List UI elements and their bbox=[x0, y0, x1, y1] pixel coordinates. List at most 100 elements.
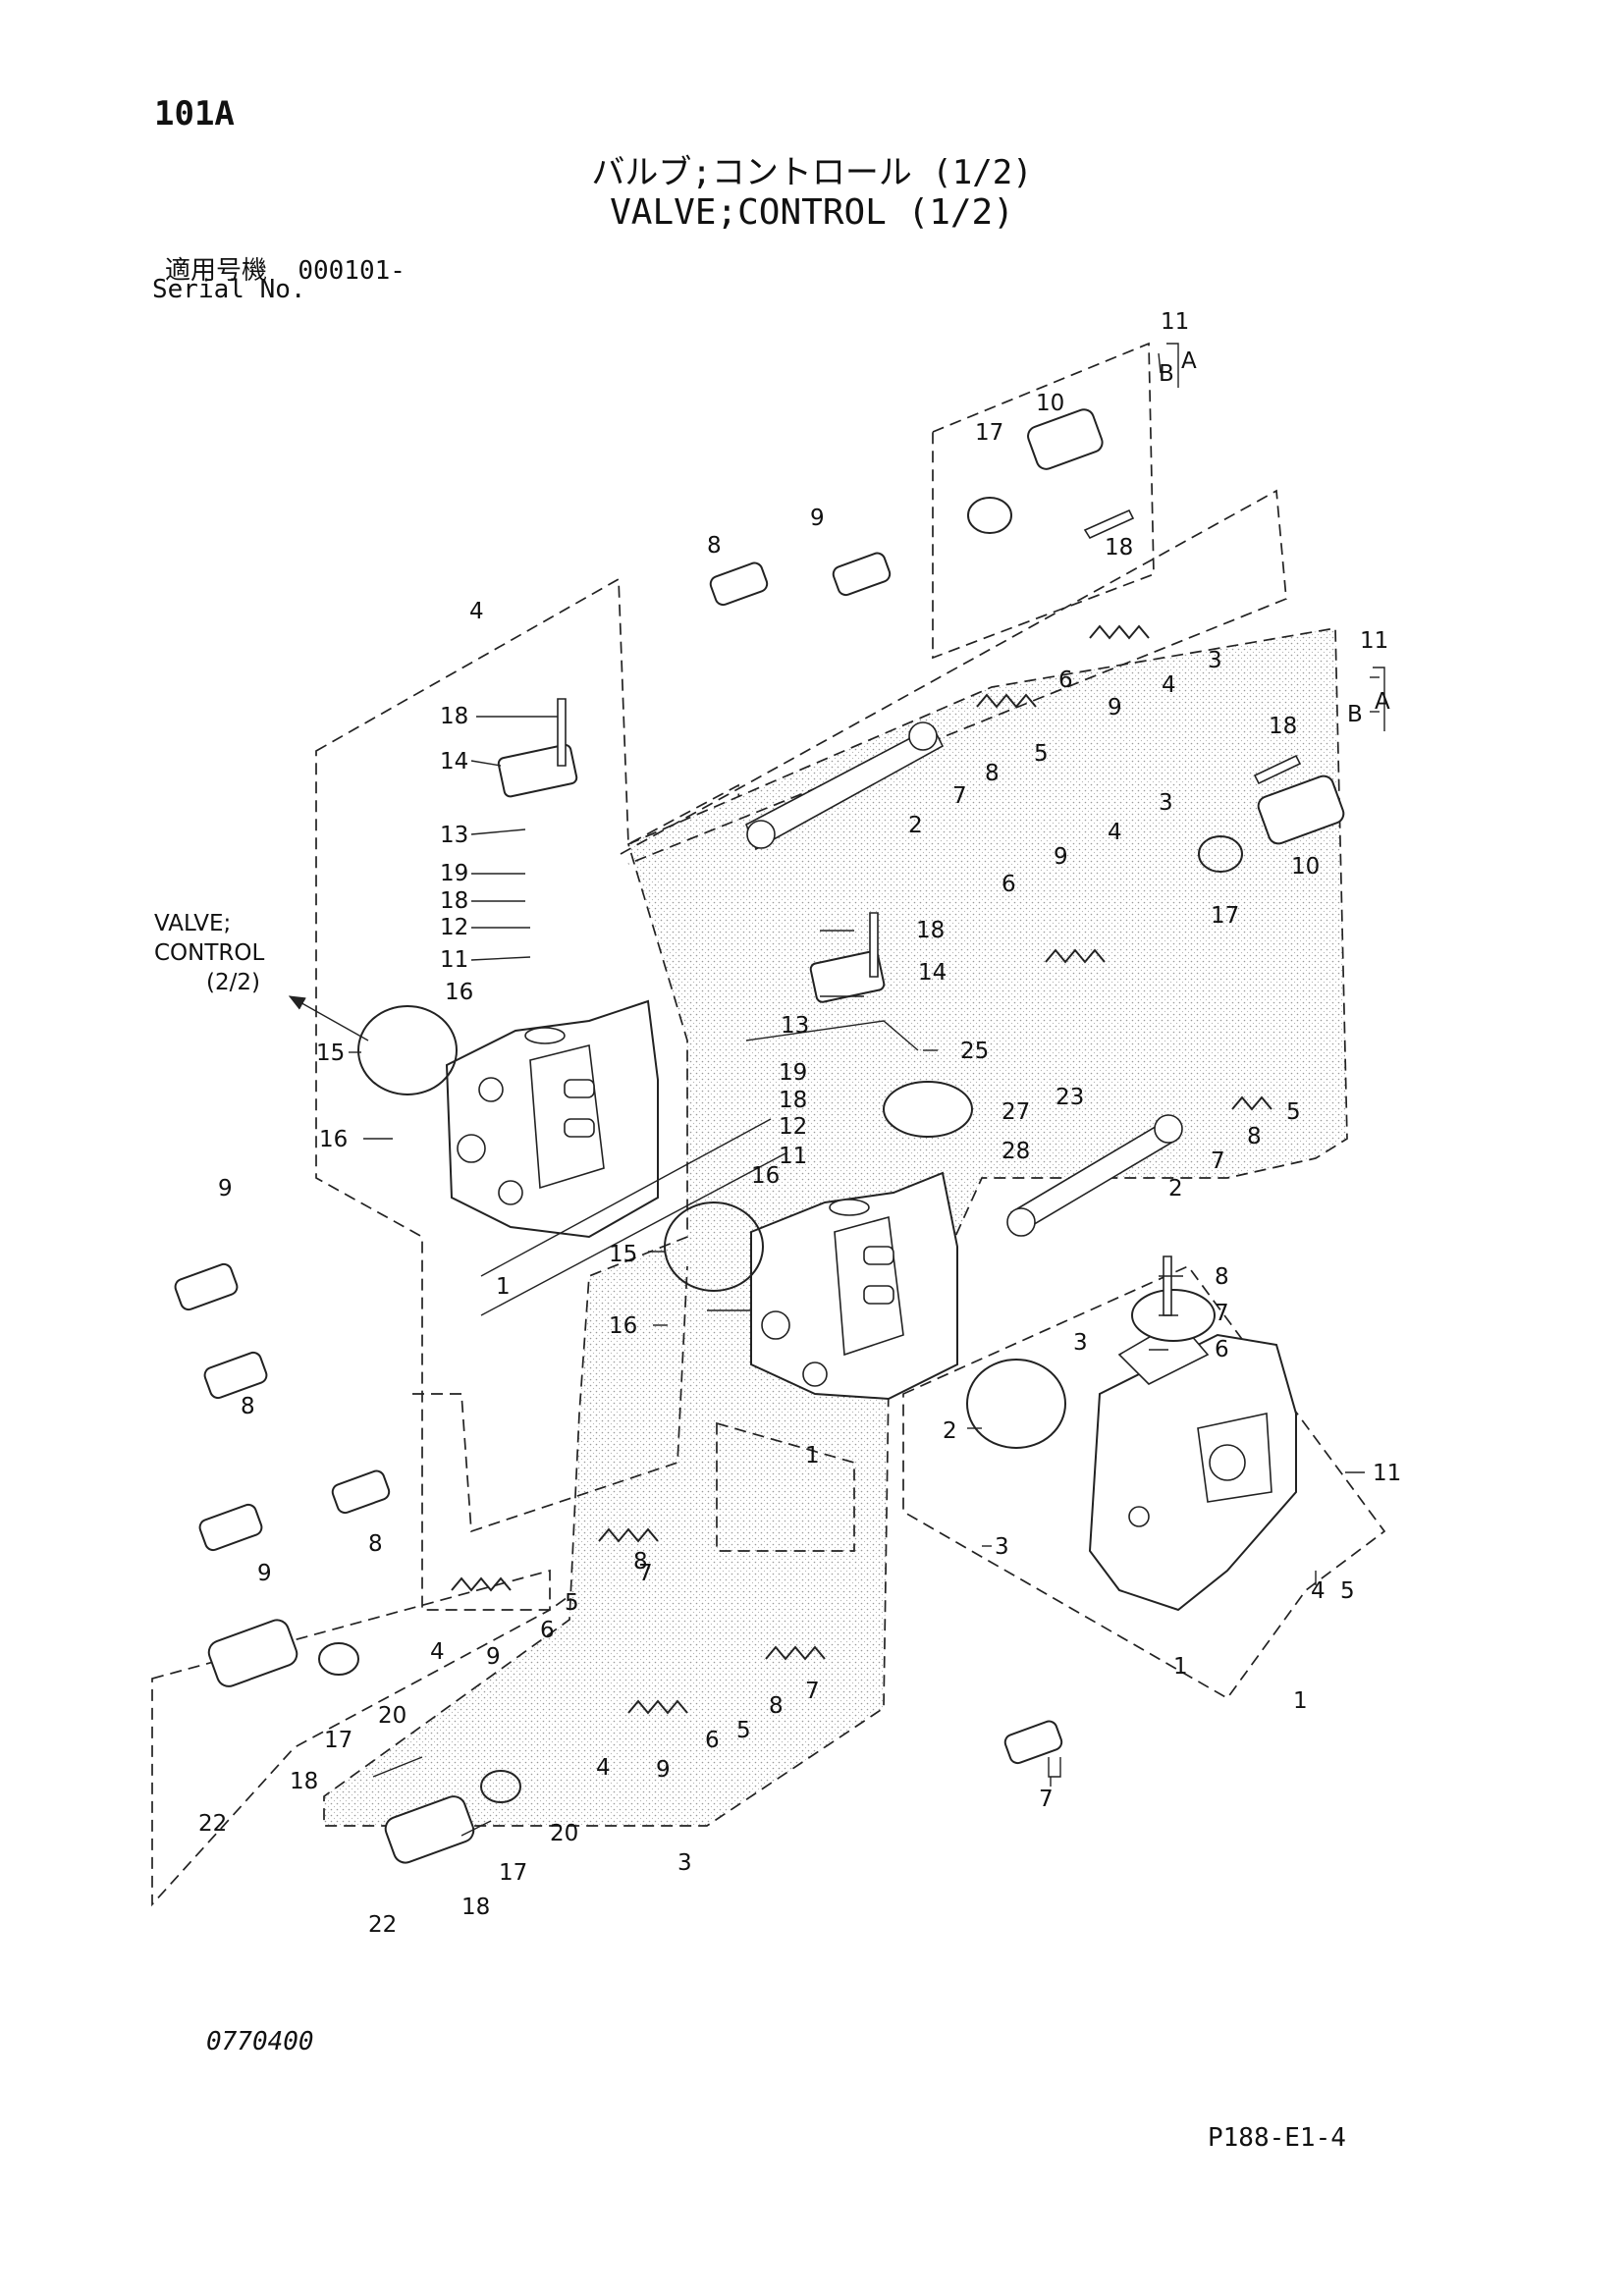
callout-2: 2 bbox=[908, 813, 923, 838]
callout-20: 18 bbox=[461, 1895, 490, 1920]
springs bbox=[451, 624, 1272, 1715]
plugs bbox=[174, 552, 1063, 1765]
callout-18: 18 bbox=[779, 1088, 807, 1113]
callout-23: 22 bbox=[368, 1912, 397, 1938]
callout-16: 16 bbox=[319, 1127, 348, 1152]
callout-3: 3 bbox=[1073, 1330, 1088, 1356]
callout-1: 1 bbox=[1173, 1654, 1188, 1680]
callout-20: 18 bbox=[440, 704, 468, 729]
callout-9: 9 bbox=[218, 1176, 233, 1201]
callout-4: 4 bbox=[596, 1755, 611, 1781]
callout-b: B bbox=[1347, 702, 1363, 727]
callout-5: 5 bbox=[1286, 1099, 1301, 1125]
callout-8: 8 bbox=[633, 1549, 648, 1575]
callout-16: 16 bbox=[609, 1313, 637, 1339]
title-japanese: バルブ;コントロール (1/2) bbox=[591, 153, 1033, 192]
callout-2: 2 bbox=[1168, 1176, 1183, 1201]
callout-7: 7 bbox=[1211, 1148, 1225, 1174]
frame-section-cap-left bbox=[151, 1569, 551, 1907]
callout-9: 9 bbox=[656, 1757, 671, 1783]
callout-28: 28 bbox=[1001, 1139, 1030, 1164]
callout-4: 4 bbox=[430, 1639, 445, 1665]
callout-labels: 11 B A 10 17 18 3 4 9 6 5 8 7 2 8 9 4 18… bbox=[198, 309, 1401, 1938]
callout-5: 5 bbox=[1034, 741, 1049, 767]
callout-20: 18 bbox=[1269, 714, 1297, 739]
callout-4: 4 bbox=[1162, 672, 1176, 698]
callout-3: 3 bbox=[677, 1850, 692, 1876]
callout-14: 14 bbox=[440, 749, 468, 774]
reference-note-line1: VALVE; bbox=[154, 911, 231, 936]
valve-body-left bbox=[445, 999, 659, 1239]
callout-9: 9 bbox=[486, 1644, 501, 1670]
callout-6: 6 bbox=[1058, 667, 1073, 693]
page-code: 101A bbox=[154, 94, 235, 133]
callout-8: 8 bbox=[368, 1531, 383, 1557]
callout-9: 9 bbox=[1108, 695, 1122, 721]
callout-6: 6 bbox=[540, 1618, 555, 1643]
callout-9: 9 bbox=[1054, 844, 1068, 870]
spool-center bbox=[1006, 1114, 1183, 1237]
callout-17: 17 bbox=[975, 420, 1003, 446]
frame-link-lower bbox=[716, 1421, 855, 1552]
callout-15: 15 bbox=[609, 1242, 637, 1267]
callout-10: 10 bbox=[1036, 391, 1064, 416]
parts bbox=[174, 408, 1345, 1864]
callout-5: 5 bbox=[1340, 1578, 1355, 1604]
callout-5: 5 bbox=[736, 1718, 751, 1743]
callout-12: 11 bbox=[1161, 309, 1189, 335]
callout-11: 11 bbox=[779, 1144, 807, 1169]
callout-26: 25 bbox=[960, 1039, 989, 1064]
callout-27: 27 bbox=[1001, 1099, 1030, 1125]
callout-17: 17 bbox=[324, 1728, 352, 1753]
group-frames bbox=[151, 342, 1386, 1907]
callout-8: 8 bbox=[1215, 1264, 1229, 1290]
frame-section-spool-upper bbox=[620, 489, 1287, 865]
reference-note: VALVE; CONTROL (2/2) bbox=[154, 911, 265, 995]
callout-18: 18 bbox=[440, 888, 468, 914]
callout-13: 13 bbox=[440, 823, 468, 848]
callout-17: 17 bbox=[1211, 903, 1239, 929]
callout-11: 11 bbox=[1373, 1461, 1401, 1486]
callout-3: 3 bbox=[995, 1534, 1009, 1560]
callout-19: 19 bbox=[440, 861, 468, 886]
callout-6: 6 bbox=[1215, 1337, 1229, 1362]
callout-3: 3 bbox=[1208, 648, 1222, 673]
frame-section-cover bbox=[932, 342, 1155, 660]
callout-10: 10 bbox=[1291, 854, 1320, 880]
callout-7: 7 bbox=[1215, 1301, 1229, 1326]
callout-8: 8 bbox=[241, 1394, 255, 1419]
callout-5: 5 bbox=[565, 1590, 579, 1616]
callout-8: 8 bbox=[707, 533, 722, 559]
callout-b: B bbox=[1159, 361, 1174, 387]
callout-1: 1 bbox=[496, 1274, 511, 1300]
callout-20: 18 bbox=[1105, 535, 1133, 561]
seals bbox=[318, 497, 1243, 1803]
callout-16: 16 bbox=[751, 1163, 780, 1189]
callout-4: 4 bbox=[1108, 820, 1122, 845]
valve-body-center bbox=[750, 1171, 958, 1401]
callout-14: 14 bbox=[918, 960, 947, 986]
callout-15: 15 bbox=[316, 1041, 345, 1066]
callout-20: 18 bbox=[290, 1769, 318, 1794]
callout-2: 2 bbox=[943, 1418, 957, 1444]
serial-label-japanese: 適用号機 bbox=[165, 256, 268, 286]
callout-4: 4 bbox=[1311, 1578, 1326, 1604]
drawing-number: 0770400 bbox=[206, 2027, 314, 2056]
callout-12: 12 bbox=[440, 915, 468, 940]
spool-upper bbox=[744, 721, 945, 851]
serial-line-japanese: 適用号機 000101- bbox=[165, 250, 406, 287]
callout-8: 8 bbox=[769, 1693, 784, 1719]
callout-1: 1 bbox=[1293, 1688, 1308, 1714]
title-english: VALVE;CONTROL (1/2) bbox=[610, 192, 1014, 233]
reference-note-line2: CONTROL bbox=[154, 940, 265, 966]
callout-22: 20 bbox=[550, 1821, 578, 1846]
serial-range: 000101- bbox=[298, 256, 406, 286]
callout-20: 18 bbox=[916, 918, 945, 943]
callout-17: 17 bbox=[499, 1860, 527, 1886]
callout-6: 6 bbox=[1001, 872, 1016, 897]
leader-lines bbox=[349, 343, 1385, 1837]
frame-link-mid bbox=[412, 1265, 688, 1533]
callout-25: 23 bbox=[1056, 1085, 1084, 1110]
